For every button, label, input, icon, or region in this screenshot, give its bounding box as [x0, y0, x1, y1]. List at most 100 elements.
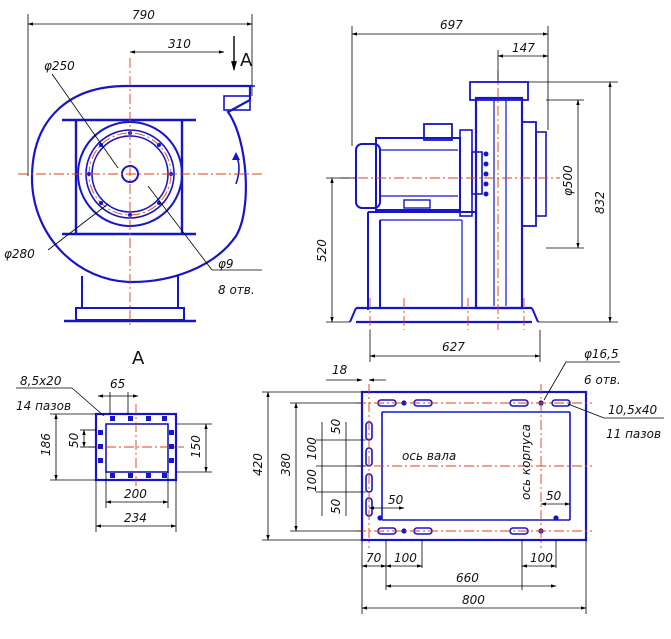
dim-790: 790 [132, 8, 155, 22]
base-hole [377, 515, 383, 521]
dim-diameter-500: φ500 [561, 165, 575, 196]
dim-50-d: 50 [546, 489, 562, 503]
coupling-bolt [483, 181, 489, 187]
base-hole [401, 400, 407, 406]
flange-slot [128, 416, 133, 421]
flange-slot [169, 430, 174, 435]
dim-520: 520 [315, 239, 329, 262]
dim-380: 380 [279, 453, 293, 476]
outlet-top-flange [469, 81, 529, 101]
dim-100-d: 100 [530, 551, 553, 565]
coupling-bolt [483, 151, 489, 157]
flange-slot [98, 458, 103, 463]
dim-18: 18 [332, 363, 348, 377]
base-plan: ось вала ось корпуса 18 φ16,5 6 отв. 10,… [251, 347, 664, 614]
view-a-slot-count: 14 пазов [16, 399, 71, 413]
dim-627: 627 [442, 340, 465, 354]
terminal-box [423, 123, 453, 141]
leader-250 [51, 73, 119, 169]
motor-end-cap [355, 143, 381, 209]
front-view: 790 310 A φ250 φ280 φ9 8 отв. [4, 8, 262, 326]
flange-slot [110, 416, 115, 421]
view-a-dim-50: 50 [67, 432, 81, 448]
inlet-collar [521, 121, 537, 227]
view-a-title: A [132, 348, 145, 369]
outlet-flange [223, 95, 251, 111]
leader-9 [147, 185, 213, 271]
view-a: A 8,5x20 14 пазов 65 [16, 348, 212, 532]
base-plate-edge [531, 307, 539, 323]
coupling-bolt [483, 171, 489, 177]
dim-diameter-280: φ280 [4, 247, 35, 261]
view-a-dim-186: 186 [39, 433, 53, 456]
flange-slot [162, 416, 167, 421]
dim-slot-size: 10,5x40 [608, 403, 657, 417]
bolt-hole [157, 143, 161, 147]
flange-slot [128, 473, 133, 478]
base-hole [553, 515, 559, 521]
dim-100-c: 100 [394, 551, 417, 565]
dim-832: 832 [593, 191, 607, 214]
dim-70: 70 [366, 551, 382, 565]
base-plate-edge [349, 307, 357, 323]
leader-280 [47, 203, 109, 251]
outlet-flange-inner [105, 423, 169, 473]
motor-body [375, 137, 461, 211]
bolt-hole [87, 172, 91, 176]
dim-800: 800 [462, 593, 485, 607]
dim-diameter-250: φ250 [44, 59, 75, 73]
fan-housing [474, 96, 524, 310]
leader-slot [71, 387, 105, 417]
inlet-flange [535, 131, 547, 217]
view-a-slots [98, 416, 174, 478]
dim-420: 420 [251, 453, 265, 476]
bolt-hole [99, 201, 103, 205]
housing-axis-label: ось корпуса [519, 424, 533, 500]
bolt-hole [157, 201, 161, 205]
view-a-dim-200: 200 [124, 487, 147, 501]
dim-100-b: 100 [305, 469, 319, 492]
dim-50-b: 50 [329, 498, 343, 514]
shaft-axis-label: ось вала [402, 449, 456, 463]
base-slot [551, 399, 571, 407]
flange-slot [98, 430, 103, 435]
flange-slot [146, 473, 151, 478]
dim-310: 310 [168, 37, 191, 51]
dim-hole-count: 8 отв. [218, 283, 255, 297]
flange-slot [169, 458, 174, 463]
dim-hole-16-5: φ16,5 [584, 347, 619, 361]
dim-hole-count-6: 6 отв. [584, 373, 621, 387]
flange-slot [169, 444, 174, 449]
dim-50-c: 50 [388, 493, 404, 507]
flange-slot [162, 473, 167, 478]
section-marker-a: A [240, 50, 253, 71]
dim-100-a: 100 [305, 437, 319, 460]
dim-660: 660 [456, 571, 479, 585]
coupling-bolt [483, 161, 489, 167]
volute-casing [30, 84, 252, 284]
dim-50-a: 50 [329, 418, 343, 434]
view-a-dim-65: 65 [110, 377, 125, 391]
view-a-dim-234: 234 [124, 511, 147, 525]
base-hole [401, 528, 407, 534]
coupling-bolts [483, 151, 489, 197]
side-view: 697 147 832 φ500 520 627 [315, 18, 618, 362]
dim-147: 147 [512, 41, 535, 55]
motor-flange [459, 129, 473, 217]
flange-slot [110, 473, 115, 478]
motor-feet [403, 199, 431, 209]
leader-slot [567, 403, 605, 419]
flange-slot [98, 444, 103, 449]
rotation-arrow-head [232, 152, 240, 160]
view-a-dim-150: 150 [189, 435, 203, 458]
bolt-hole [99, 143, 103, 147]
dim-slot-count: 11 пазов [606, 427, 661, 441]
dim-697: 697 [440, 18, 463, 32]
view-a-slot-size: 8,5x20 [20, 374, 62, 388]
flange-slot [146, 416, 151, 421]
leader-hole [543, 361, 567, 401]
coupling-bolt [483, 191, 489, 197]
dim-hole-diameter: φ9 [218, 257, 234, 271]
